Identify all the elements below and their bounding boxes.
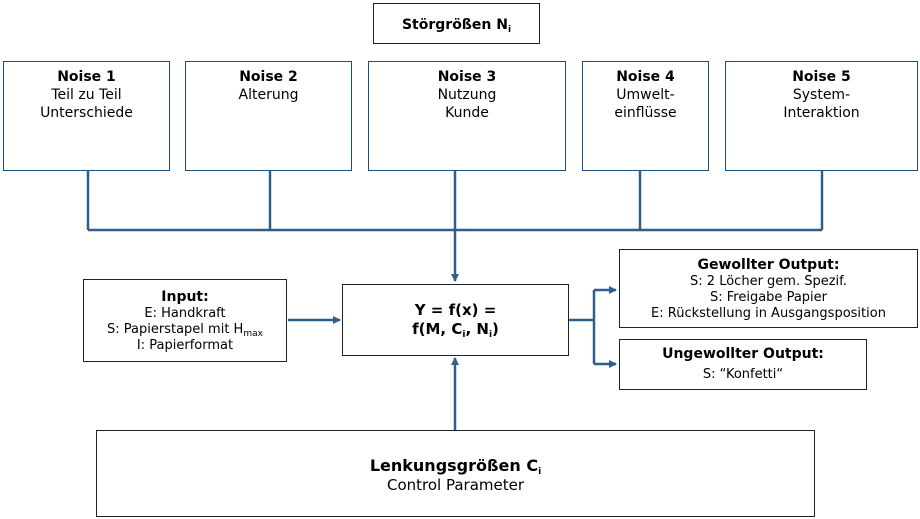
wanted-output-line: S: Freigabe Papier (710, 290, 827, 305)
noise-title: Noise 3 (437, 69, 497, 85)
noise-desc-line: Kunde (445, 105, 489, 121)
control-parameter-box: Lenkungsgrößen Ci Control Parameter (96, 430, 815, 517)
noise-desc-line: System- (792, 87, 851, 103)
noise-box-2: Noise 2 Alterung (185, 61, 352, 171)
input-line: S: Papierstapel mit Hmax (107, 322, 263, 339)
noise-title: Noise 4 (616, 69, 675, 85)
function-line-1: Y = f(x) = (414, 301, 497, 319)
function-box: Y = f(x) = f(M, Ci, Ni) (342, 284, 569, 356)
noise-desc-line: Nutzung (437, 87, 497, 103)
noise-desc-line: Teil zu Teil (51, 87, 122, 103)
noise-box-5: Noise 5 System- Interaktion (725, 61, 918, 171)
noise-desc-line: Interaktion (783, 105, 860, 121)
unwanted-output-line: S: “Konfetti“ (702, 367, 784, 382)
control-title: Lenkungsgrößen Ci (369, 456, 542, 477)
wanted-output-box: Gewollter Output: S: 2 Löcher gem. Spezi… (619, 249, 918, 328)
noise-title: Noise 5 (792, 69, 851, 85)
noise-desc-line: Unterschiede (40, 105, 133, 121)
noise-title: Noise 2 (239, 69, 298, 85)
header-subscript: i (507, 25, 512, 35)
disturbance-header: Störgrößen Ni (373, 3, 540, 44)
noise-desc-line: Alterung (238, 87, 299, 103)
noise-box-4: Noise 4 Umwelt- einflüsse (582, 61, 709, 171)
input-box: Input: E: Handkraft S: Papierstapel mit … (83, 279, 287, 362)
input-title: Input: (161, 289, 209, 305)
noise-title: Noise 1 (57, 69, 116, 85)
control-subtitle: Control Parameter (386, 476, 525, 494)
noise-box-3: Noise 3 Nutzung Kunde (368, 61, 566, 171)
noise-desc-line: einflüsse (614, 105, 677, 121)
wanted-output-title: Gewollter Output: (697, 257, 840, 273)
unwanted-output-title: Ungewollter Output: (662, 346, 824, 362)
wanted-output-line: S: 2 Löcher gem. Spezif. (690, 274, 847, 289)
header-title: Störgrößen N (401, 17, 508, 33)
noise-box-1: Noise 1 Teil zu Teil Unterschiede (3, 61, 170, 171)
unwanted-output-box: Ungewollter Output: S: “Konfetti“ (619, 339, 867, 390)
function-line-2: f(M, Ci, Ni) (412, 320, 499, 340)
input-line: E: Handkraft (144, 306, 226, 321)
wanted-output-line: E: Rückstellung in Ausgangsposition (651, 306, 886, 321)
noise-desc-line: Umwelt- (616, 87, 675, 103)
input-line: I: Papierformat (136, 338, 234, 353)
